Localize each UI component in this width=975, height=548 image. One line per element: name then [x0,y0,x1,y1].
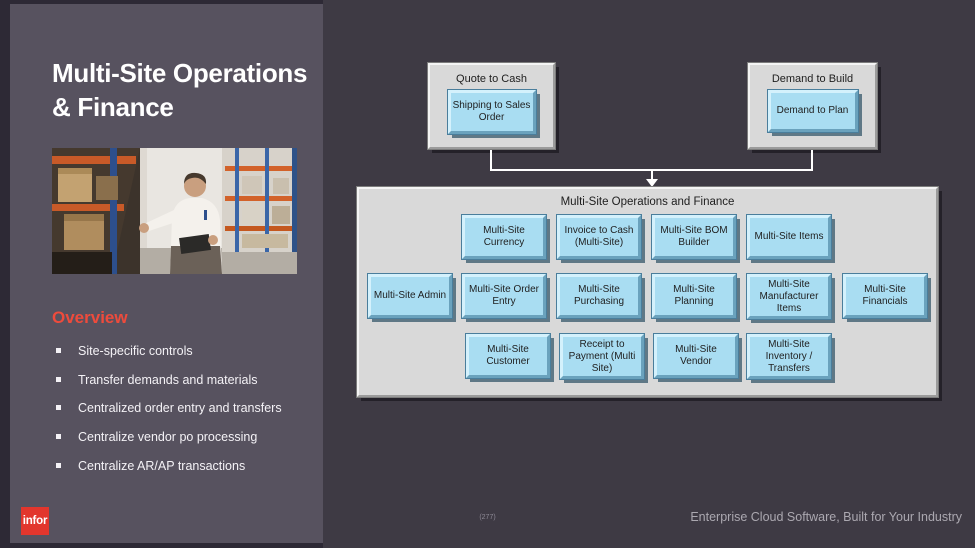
page-number: (277) [479,514,496,521]
bullet-item: Centralize AR/AP transactions [54,459,314,475]
connector-line [811,150,813,171]
warehouse-photo [52,148,297,274]
node-receipt-to-payment: Receipt to Payment (Multi Site) [559,332,645,381]
bullet-text: Centralize vendor po processing [78,429,258,444]
warehouse-photo-illustration [52,148,297,274]
node-multi-site-manufacturer-items: Multi-Site Manufacturer Items [746,272,832,321]
node-multi-site-admin: Multi-Site Admin [367,273,453,319]
overview-heading: Overview [52,308,128,327]
node-multi-site-bom-builder: Multi-Site BOM Builder [651,214,737,260]
node-invoice-to-cash: Invoice to Cash (Multi-Site) [556,214,642,260]
arrow-down-icon [646,179,658,187]
node-multi-site-inventory-transfers: Multi-Site Inventory / Transfers [746,332,832,381]
bullet-square-icon [56,405,61,411]
bullet-text: Centralized order entry and transfers [78,401,282,416]
footer-tagline: Enterprise Cloud Software, Built for You… [690,510,962,524]
node-multi-site-financials: Multi-Site Financials [842,273,928,319]
node-multi-site-items: Multi-Site Items [746,214,832,260]
quote-to-cash-title: Quote to Cash [456,73,527,85]
demand-to-build-title: Demand to Build [771,73,854,85]
node-multi-site-currency: Multi-Site Currency [461,214,547,260]
bullet-text: Centralize AR/AP transactions [78,458,246,473]
multi-site-container: Multi-Site Operations and Finance [356,186,939,398]
connector-line [651,169,653,180]
left-panel: Multi-Site Operations & Finance [10,4,323,543]
node-multi-site-vendor: Multi-Site Vendor [653,333,739,379]
bullet-item: Site-specific controls [54,344,314,360]
node-demand-to-plan: Demand to Plan [766,89,859,133]
container-title: Multi-Site Operations and Finance [560,196,735,208]
node-multi-site-customer: Multi-Site Customer [465,333,551,379]
bullet-square-icon [56,348,61,353]
demand-to-build-box: Demand to Build Demand to Plan [747,62,878,150]
infor-logo: infor [21,507,49,535]
bullet-square-icon [56,376,61,382]
connector-line [490,150,492,171]
page-title: Multi-Site Operations & Finance [52,58,308,123]
quote-to-cash-box: Quote to Cash Shipping to Sales Order [427,62,556,150]
bullet-item: Centralized order entry and transfers [54,401,314,417]
bullet-item: Transfer demands and materials [54,373,314,389]
node-multi-site-purchasing: Multi-Site Purchasing [556,273,642,319]
bullet-text: Transfer demands and materials [78,372,258,387]
node-shipping-to-sales-order: Shipping to Sales Order [446,89,537,135]
overview-bullet-list: Site-specific controls Transfer demands … [54,344,314,487]
bullet-square-icon [56,433,61,439]
node-multi-site-planning: Multi-Site Planning [651,273,737,319]
node-multi-site-order-entry: Multi-Site Order Entry [461,273,547,319]
bullet-item: Centralize vendor po processing [54,430,314,446]
bullet-text: Site-specific controls [78,344,193,358]
bullet-square-icon [56,462,61,468]
